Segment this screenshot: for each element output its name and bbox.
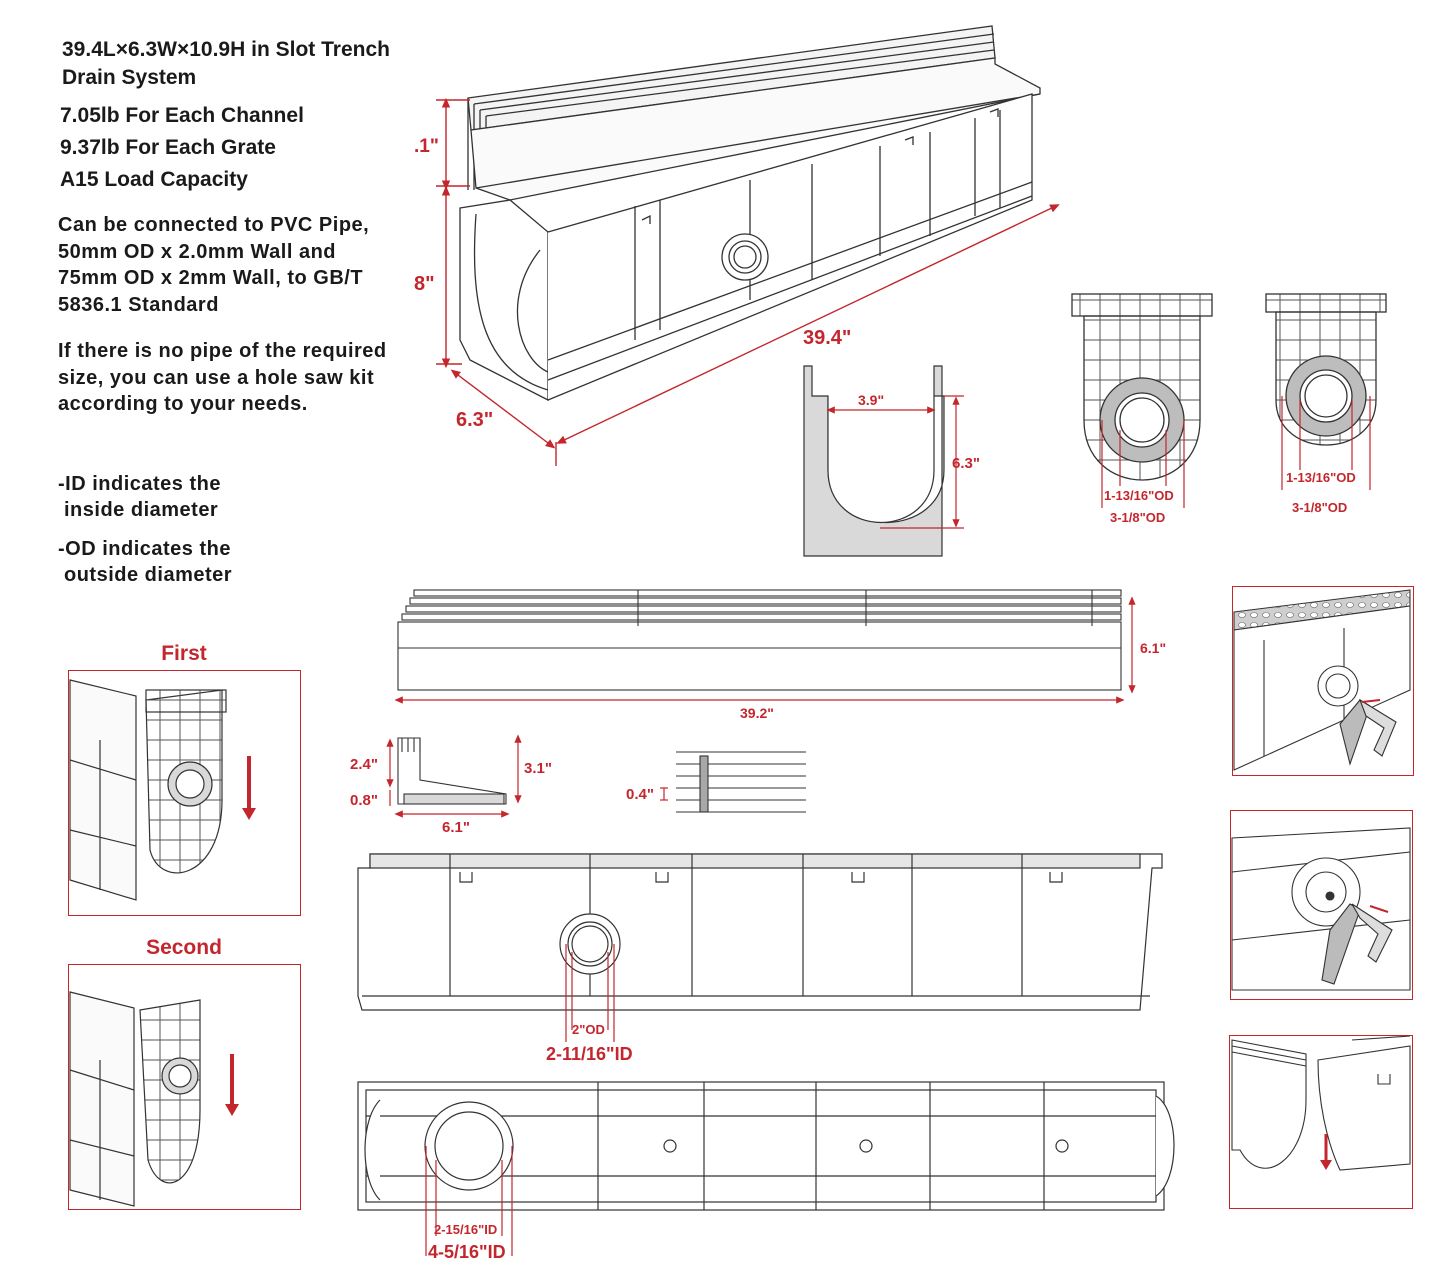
end-cap-large <box>1071 293 1213 481</box>
spec-channel-weight: 7.05lb For Each Channel <box>60 104 304 127</box>
end-small-outer-label: 3-1/8"OD <box>1292 500 1347 515</box>
grate-profile-height-label: 3.1" <box>524 760 552 777</box>
step-second-label: Second <box>146 936 222 959</box>
install-step-illustration-2 <box>1231 827 1411 991</box>
side-outlet-id-label: 2-11/16"ID <box>546 1044 633 1064</box>
install-step-illustration-1 <box>1233 589 1411 771</box>
side-outlet-od-label: 2"OD <box>572 1022 605 1037</box>
install-step-2-arrow <box>1369 905 1389 913</box>
first-step-illustration <box>69 679 227 901</box>
channel-bottom-view <box>357 1081 1175 1211</box>
grate-height-label: 6.1" <box>1140 640 1166 656</box>
end-large-outer-label: 3-1/8"OD <box>1110 510 1165 525</box>
spec-id-note-1: -ID indicates the <box>58 473 221 495</box>
bottom-outlet-inner-label: 2-15/16"ID <box>434 1222 497 1237</box>
spec-od-note-2: outside diameter <box>64 564 233 586</box>
isometric-channel-drawing <box>459 25 1041 402</box>
second-step-illustration <box>69 991 201 1207</box>
end-small-od-label: 1-13/16"OD <box>1286 470 1356 485</box>
iso-length-label: 39.4" <box>803 327 851 349</box>
spec-od-note-1: -OD indicates the <box>58 538 231 560</box>
spec-load-capacity: A15 Load Capacity <box>60 168 248 191</box>
grate-length-label: 39.2" <box>740 705 774 721</box>
spec-id-note-2: inside diameter <box>64 499 219 521</box>
grate-profile-width-label: 6.1" <box>442 819 470 836</box>
iso-channel-height-label: 8" <box>414 273 435 295</box>
iso-grate-height-label: .1" <box>414 136 439 157</box>
grate-side-view <box>397 589 1122 691</box>
install-step-illustration-3 <box>1231 1035 1411 1171</box>
channel-side-view <box>357 853 1163 1011</box>
iso-width-label: 6.3" <box>456 409 493 431</box>
grate-profile <box>397 737 507 805</box>
slot-spacing-detail <box>676 751 806 813</box>
spec-pvc-note: Can be connected to PVC Pipe, 50mm OD x … <box>58 214 370 316</box>
spec-grate-weight: 9.37lb For Each Grate <box>60 136 276 159</box>
section-inner-width-label: 3.9" <box>858 392 884 408</box>
bottom-outlet-outer-label: 4-5/16"ID <box>428 1242 506 1262</box>
end-large-od-label: 1-13/16"OD <box>1104 488 1174 503</box>
slot-spacing-label: 0.4" <box>626 786 654 803</box>
spec-hole-saw-note: If there is no pipe of the required size… <box>58 340 387 415</box>
install-step-1-arrow <box>1361 699 1381 703</box>
end-cap-small <box>1265 293 1387 446</box>
spec-title: 39.4L×6.3W×10.9H in Slot Trench Drain Sy… <box>62 38 390 89</box>
channel-cross-section <box>803 365 945 557</box>
section-height-label: 6.3" <box>952 455 980 472</box>
grate-profile-base-label: 0.8" <box>350 792 378 809</box>
step-first-label: First <box>161 642 207 665</box>
grate-profile-slot-label: 2.4" <box>350 756 378 773</box>
